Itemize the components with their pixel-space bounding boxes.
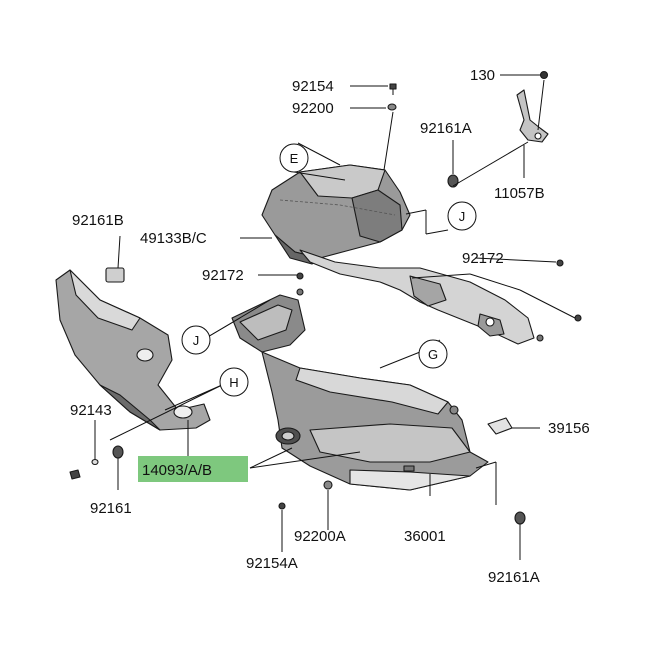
leader-lines <box>94 74 576 560</box>
hardware <box>69 70 582 525</box>
svg-text:G: G <box>428 347 438 362</box>
svg-text:E: E <box>290 151 299 166</box>
callout-e: E <box>279 143 309 173</box>
label-92172-left[interactable]: 92172 <box>202 267 244 284</box>
callout-j-left: J <box>181 325 211 355</box>
label-92154a[interactable]: 92154A <box>246 555 298 572</box>
label-92161a-bottom[interactable]: 92161A <box>488 569 540 586</box>
svg-text:H: H <box>229 375 238 390</box>
svg-text:J: J <box>459 209 466 224</box>
label-92161[interactable]: 92161 <box>90 500 132 517</box>
label-92143[interactable]: 92143 <box>70 402 112 419</box>
part-labels: 92154 92200 130 92161A 11057B 49133B/C 9… <box>70 67 590 586</box>
upper-cowl-49133 <box>261 164 411 265</box>
callout-j-right: J <box>447 201 477 231</box>
upper-bracket-rail <box>299 249 544 345</box>
label-11057b[interactable]: 11057B <box>494 185 545 202</box>
svg-text:J: J <box>193 333 200 348</box>
callout-g: G <box>418 339 448 369</box>
label-92200[interactable]: 92200 <box>292 100 334 117</box>
label-130[interactable]: 130 <box>470 67 495 84</box>
label-92161a-top[interactable]: 92161A <box>420 120 472 137</box>
callout-h: H <box>219 367 249 397</box>
label-39156[interactable]: 39156 <box>548 420 590 437</box>
label-92154[interactable]: 92154 <box>292 78 334 95</box>
part-highlight-14093 <box>138 456 248 482</box>
label-92161b[interactable]: 92161B <box>72 212 124 229</box>
small-bracket <box>231 288 306 353</box>
inner-cover-left <box>55 267 211 431</box>
label-36001[interactable]: 36001 <box>404 528 446 545</box>
label-92200a[interactable]: 92200A <box>294 528 346 545</box>
lower-side-cover-36001 <box>261 351 489 491</box>
label-92172-right[interactable]: 92172 <box>462 250 504 267</box>
label-14093[interactable]: 14093/A/B <box>142 462 212 479</box>
label-49133[interactable]: 49133B/C <box>140 230 207 247</box>
